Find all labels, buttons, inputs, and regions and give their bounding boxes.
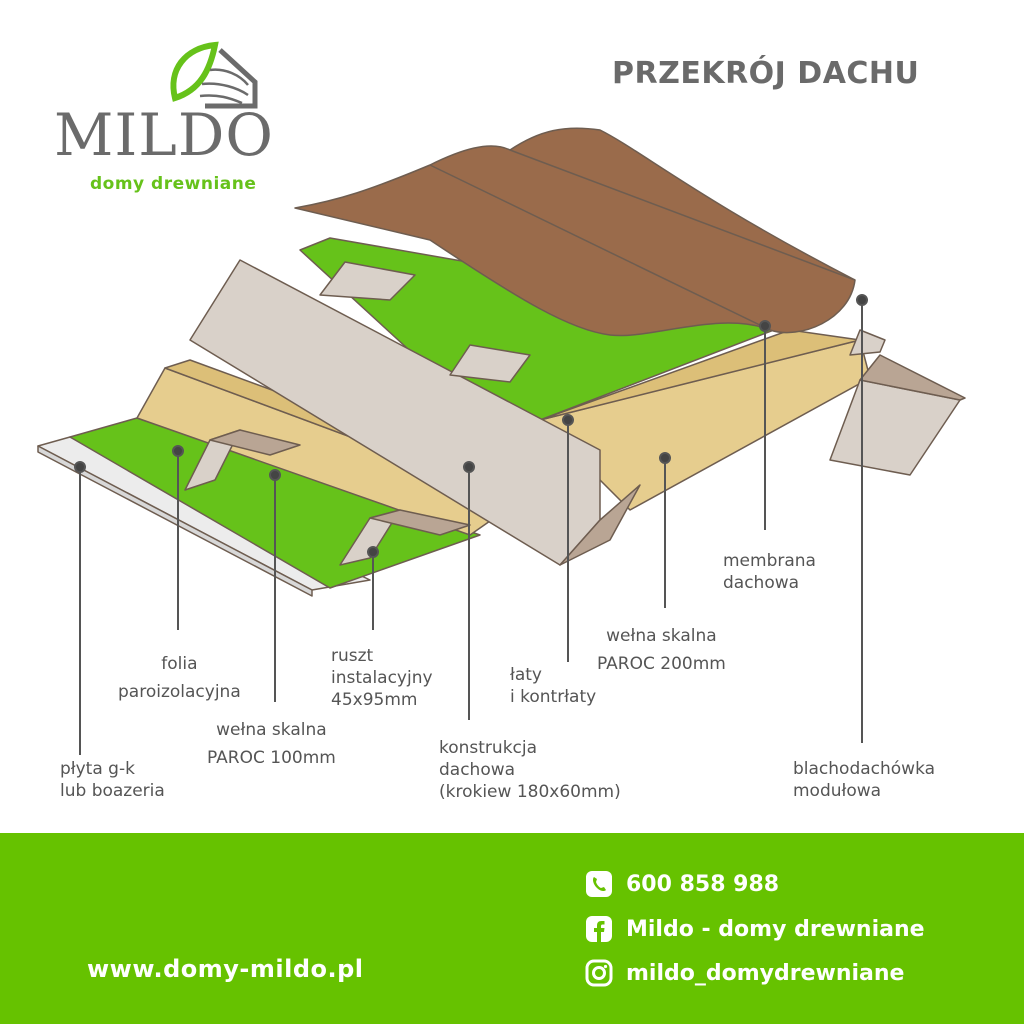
brand-name: MILDO: [54, 101, 274, 169]
brand-logo: MILDO domy drewniane: [50, 40, 310, 200]
label-plasterboard: płyta g-k lub boazeria: [60, 759, 165, 801]
label-insulation-100: wełna skalna PAROC 100mm: [207, 720, 336, 768]
contact-footer: www.domy-mildo.pl 600 858 988 Mildo - do…: [0, 833, 1024, 1024]
facebook-contact[interactable]: Mildo - domy drewniane: [584, 913, 925, 945]
instagram-icon: [584, 958, 614, 988]
counter-batten: [849, 329, 886, 356]
counter-batten: [449, 344, 531, 383]
house-leaf-logo-icon: [170, 41, 258, 109]
roof-cross-section-illustration: [37, 127, 966, 755]
page-title: PRZEKRÓJ DACHU: [612, 56, 920, 91]
label-vapour-barrier: folia paroizolacyjna: [118, 654, 241, 702]
metal-roof-tile: [294, 127, 856, 337]
phone-icon: [584, 869, 614, 899]
label-metal-roof-tile: blachodachówka modułowa: [793, 759, 936, 801]
instagram-handle: mildo_domydrewniane: [626, 960, 905, 986]
facebook-icon: [584, 914, 614, 944]
website-link[interactable]: www.domy-mildo.pl: [87, 955, 364, 983]
roof-membrane-layer: [299, 237, 801, 421]
label-battens: łaty i kontrłaty: [510, 665, 597, 707]
instagram-contact[interactable]: mildo_domydrewniane: [584, 957, 904, 989]
facebook-name: Mildo - domy drewniane: [626, 916, 925, 942]
label-installation-batten: ruszt instalacyjny 45x95mm: [331, 646, 433, 710]
phone-contact[interactable]: 600 858 988: [584, 868, 779, 900]
phone-number: 600 858 988: [626, 871, 780, 897]
label-roof-membrane: membrana dachowa: [723, 551, 816, 593]
brand-tagline: domy drewniane: [90, 174, 257, 194]
label-insulation-200: wełna skalna PAROC 200mm: [597, 626, 726, 674]
counter-batten: [319, 261, 416, 301]
label-roof-structure: konstrukcja dachowa (krokiew 180x60mm): [439, 738, 621, 802]
rafter: [189, 259, 601, 566]
